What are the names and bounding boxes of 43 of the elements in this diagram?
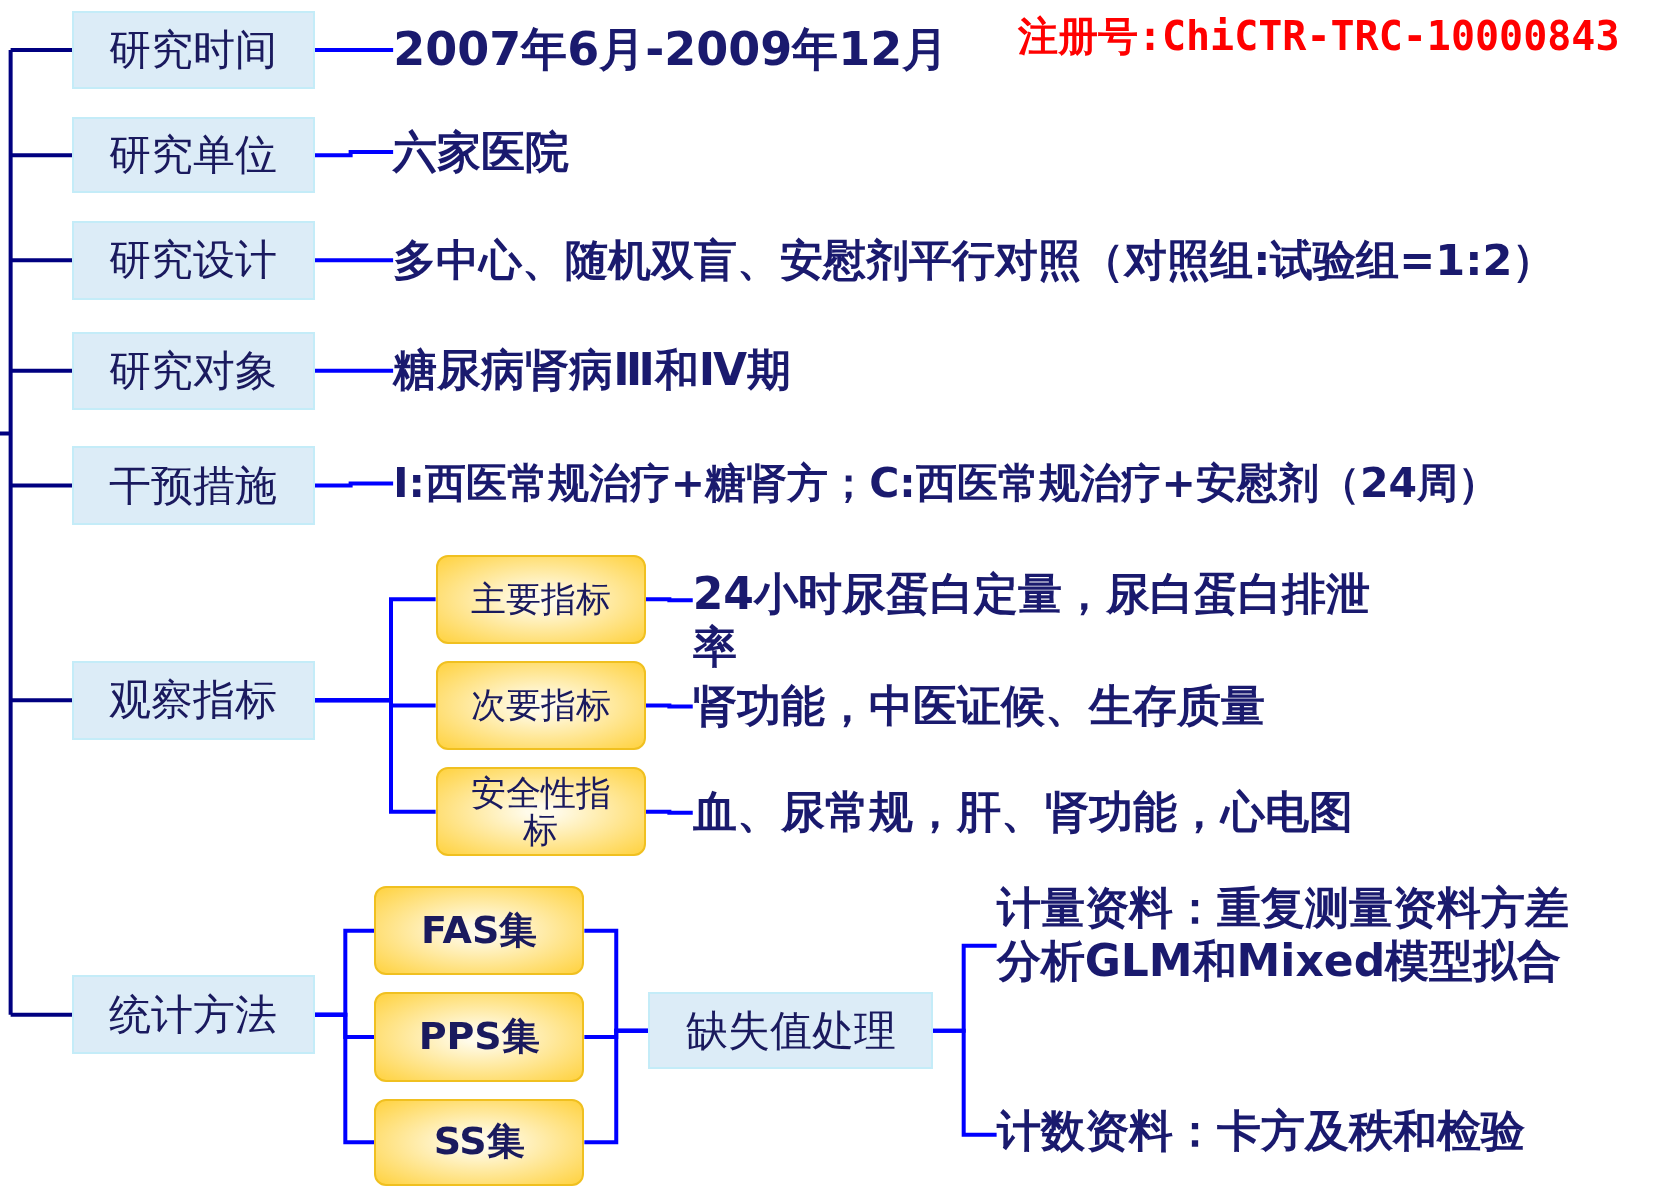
registration-number: 注册号:ChiCTR-TRC-10000843	[1017, 11, 1620, 61]
connector-line	[10, 153, 73, 158]
connector-line	[10, 368, 73, 373]
connector-line	[584, 1028, 649, 1145]
label-box: 研究单位	[72, 116, 315, 194]
connector-line	[314, 258, 394, 263]
connector-line	[646, 597, 693, 603]
connector-line	[10, 1012, 73, 1017]
connector-line	[314, 481, 394, 488]
label-box: 研究设计	[72, 221, 315, 300]
connector-line	[10, 47, 73, 52]
label-box: 干预措施	[72, 446, 315, 525]
value-text: 肾功能，中医证候、生存质量	[692, 675, 1437, 738]
label-box: 统计方法	[72, 975, 315, 1054]
connector-line	[10, 483, 73, 488]
label-box: 缺失值处理	[648, 992, 933, 1069]
label-box: 研究对象	[72, 331, 315, 411]
label-box: 观察指标	[72, 660, 315, 740]
dataset-box: SS集	[374, 1098, 585, 1186]
value-text: 糖尿病肾病Ⅲ和Ⅳ期	[393, 340, 1031, 402]
connector-line	[10, 258, 73, 263]
value-text: I:西医常规治疗+糖肾方；C:西医常规治疗+安慰剂（24周）	[393, 452, 1658, 515]
connector-line	[932, 1028, 997, 1137]
label-box: 研究时间	[72, 10, 315, 90]
connector-line	[10, 698, 73, 703]
dataset-box: FAS集	[374, 886, 585, 976]
value-text: 六家医院	[393, 121, 925, 183]
value-text: 血、尿常规，肝、肾功能，心电图	[692, 782, 1437, 844]
connector-line	[314, 368, 394, 373]
value-text: 多中心、随机双盲、安慰剂平行对照（对照组:试验组=1:2）	[393, 229, 1663, 292]
connector-line	[314, 1012, 374, 1145]
indicator-box: 主要指标	[435, 554, 646, 644]
value-text: 计量资料：重复测量资料方差分析GLM和Mixed模型拟合	[996, 881, 1592, 1084]
value-text: 计数资料：卡方及秩和检验	[996, 1105, 1624, 1167]
connector-line	[314, 698, 436, 814]
connector-line	[646, 703, 693, 709]
connector-line	[314, 47, 394, 52]
connector-line	[646, 809, 693, 815]
indicator-box: 安全性指标	[435, 767, 646, 857]
indicator-box: 次要指标	[435, 660, 646, 751]
connector-line	[314, 149, 394, 158]
dataset-box: PPS集	[374, 992, 585, 1082]
value-text: 24小时尿蛋白定量，尿白蛋白排泄率	[692, 568, 1394, 675]
